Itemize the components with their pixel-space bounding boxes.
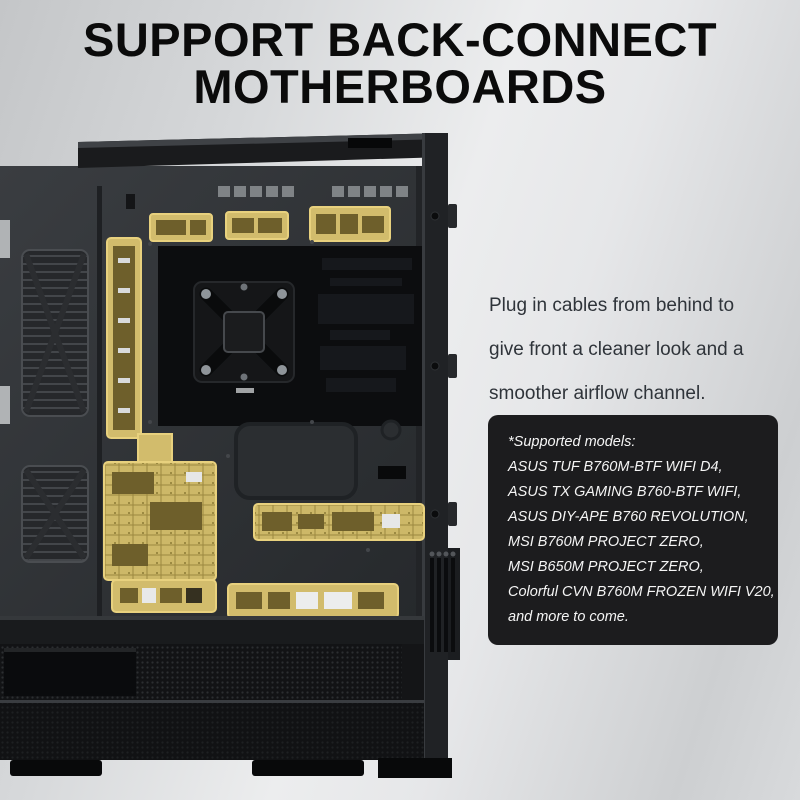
supported-models-heading: *Supported models: — [508, 434, 636, 450]
title-line-2: MOTHERBOARDS — [193, 60, 607, 113]
psu-shroud — [0, 616, 424, 700]
vent-grille-lower — [21, 465, 89, 563]
supported-models-panel: *Supported models: ASUS TUF B760M-BTF WI… — [488, 415, 778, 645]
left-frame-fragments — [0, 220, 10, 424]
expansion-slots — [429, 548, 460, 660]
supported-model-item: and more to come. — [508, 609, 629, 625]
case-top-panel — [78, 133, 446, 209]
pc-case-illustration — [0, 133, 460, 778]
back-connect-cutout-bottom-strip-2 — [227, 583, 399, 619]
back-connect-cutout-top-3 — [309, 206, 391, 242]
supported-model-item: ASUS TUF B760M-BTF WIFI D4, — [508, 459, 723, 475]
description: Plug in cables from behind to give front… — [489, 284, 781, 416]
description-line: Plug in cables from behind to — [489, 295, 735, 316]
standoff-screws — [148, 240, 370, 552]
back-connect-cutout-top-1 — [149, 213, 213, 242]
supported-model-item: ASUS TX GAMING B760-BTF WIFI, — [508, 484, 742, 500]
case-bottom — [0, 700, 452, 778]
cpu-socket-bracket — [193, 281, 295, 393]
supported-model-item: MSI B760M PROJECT ZERO, — [508, 534, 704, 550]
page-title: SUPPORT BACK-CONNECT MOTHERBOARDS — [0, 16, 800, 110]
description-line: give front a cleaner look and a — [489, 339, 744, 360]
back-connect-cutout-mid-strip — [253, 503, 425, 541]
tray-recess-cutout — [234, 419, 406, 500]
vent-grille-upper — [21, 249, 89, 417]
supported-model-item: Colorful CVN B760M FROZEN WIFI V20, — [508, 584, 775, 600]
pc-case-photo — [0, 130, 470, 780]
back-connect-cutout-bottom-strip-1 — [111, 579, 217, 613]
title-line-1: SUPPORT BACK-CONNECT — [82, 13, 718, 66]
case-right-frame — [422, 133, 457, 777]
supported-model-item: ASUS DIY-APE B760 REVOLUTION, — [508, 509, 749, 525]
supported-model-item: MSI B650M PROJECT ZERO, — [508, 559, 704, 575]
back-connect-cutout-left-strip — [106, 237, 142, 439]
description-line: smoother airflow channel. — [489, 383, 706, 404]
back-connect-cutout-top-2 — [225, 211, 289, 240]
top-cable-rail — [218, 186, 408, 197]
